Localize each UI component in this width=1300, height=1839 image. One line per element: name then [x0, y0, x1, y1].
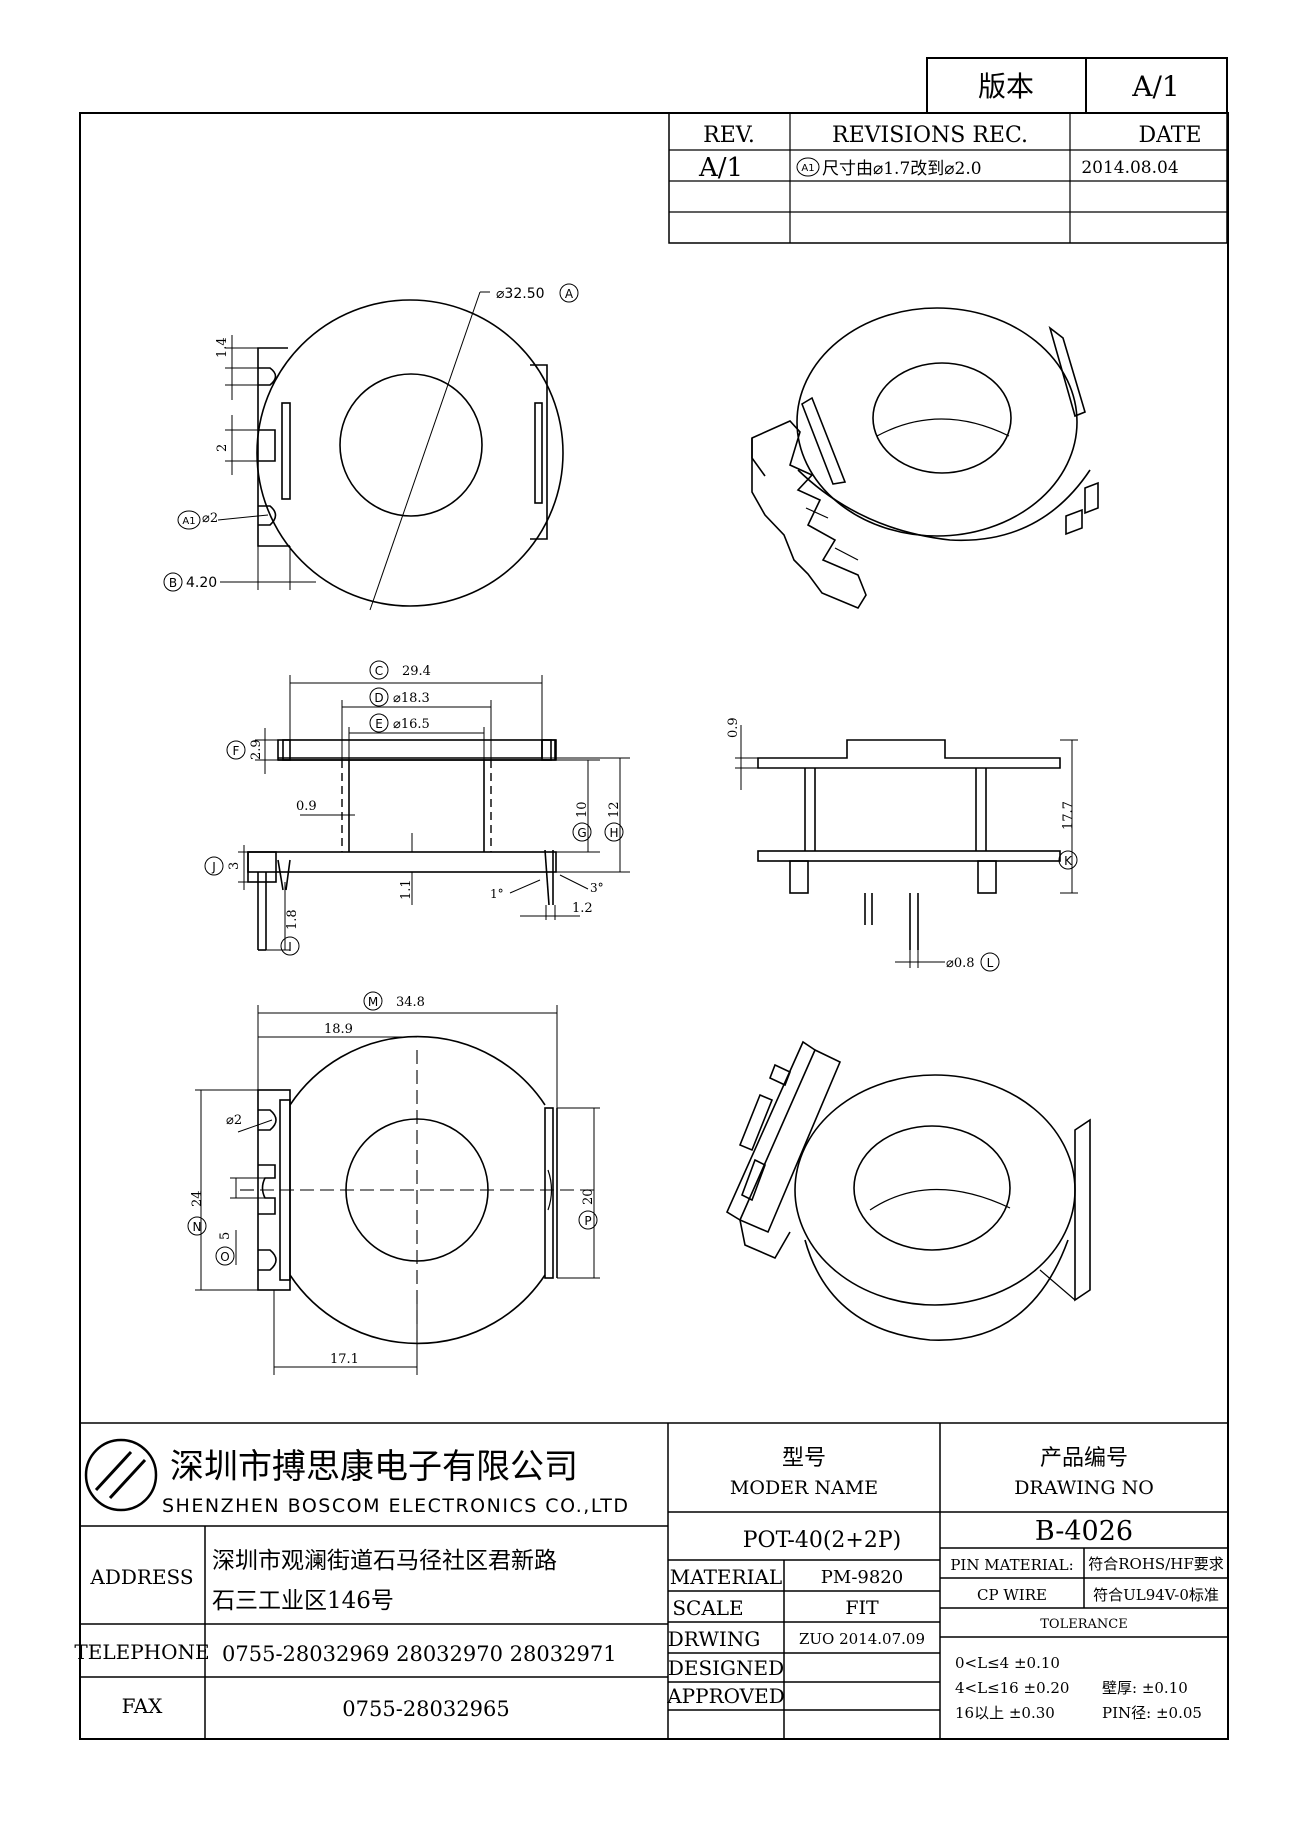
- ul-compliance: 符合UL94V-0标准: [1093, 1586, 1219, 1604]
- isometric-bottom: [725, 1040, 1091, 1341]
- sheet-border: [79, 112, 1229, 1740]
- model-label-en: MODER NAME: [730, 1477, 878, 1499]
- address-label: ADDRESS: [89, 1565, 193, 1589]
- top-width: 4.20: [186, 575, 217, 591]
- tolerance-range-2: 4<L≤16 ±0.20: [955, 1679, 1069, 1697]
- tolerance-label: TOLERANCE: [1040, 1617, 1127, 1632]
- bottom-o-tag: O: [220, 1250, 229, 1264]
- revisions-rec-header: REVISIONS REC.: [832, 123, 1028, 148]
- designed-label: DESIGNED: [668, 1656, 784, 1680]
- rohs-compliance: 符合ROHS/HF要求: [1088, 1555, 1224, 1573]
- rev-value: A/1: [698, 153, 743, 183]
- version-value: A/1: [1131, 70, 1179, 103]
- front-wall: 0.9: [296, 799, 317, 814]
- bottom-n-tag: N: [193, 1220, 202, 1234]
- material-value: PM-9820: [821, 1567, 903, 1588]
- side-top: 0.9: [726, 717, 741, 738]
- front-c-tag: C: [375, 664, 383, 678]
- front-view: [238, 675, 630, 951]
- scale-value: FIT: [845, 1597, 879, 1619]
- bottom-w-17-1: 17.1: [330, 1352, 359, 1367]
- version-box: 版本 A/1: [926, 57, 1228, 114]
- top-dim-2: 2: [215, 444, 230, 452]
- pin-material-value: CP WIRE: [977, 1586, 1047, 1604]
- front-c-value: 29.4: [402, 664, 431, 679]
- bottom-o-value: 5: [218, 1232, 233, 1240]
- company-logo: [84, 1438, 158, 1512]
- front-e-value: ⌀16.5: [393, 717, 430, 732]
- bottom-p-value: 20: [581, 1188, 596, 1205]
- top-hole-tag: A1: [182, 516, 195, 527]
- side-view: [735, 725, 1078, 968]
- bottom-view: [195, 1005, 600, 1375]
- wall-tolerance: 壁厚: ±0.10: [1102, 1679, 1188, 1697]
- front-d-value: ⌀18.3: [393, 691, 430, 706]
- approved-label: APPROVED: [666, 1684, 785, 1708]
- front-j-value: 3: [227, 862, 242, 870]
- telephone-label: TELEPHONE: [74, 1640, 209, 1664]
- drawing-by-label: DRWING: [668, 1627, 761, 1651]
- tolerance-range-3: 16以上 ±0.30: [955, 1704, 1055, 1722]
- top-hole: ⌀2: [202, 511, 218, 526]
- drawing-label-en: DRAWING NO: [1014, 1477, 1154, 1499]
- top-width-tag: B: [169, 576, 177, 590]
- title-block: [80, 1422, 1228, 1739]
- company-name-cn: 深圳市搏思康电子有限公司: [170, 1447, 578, 1487]
- model-label-cn: 型号: [782, 1446, 826, 1471]
- fax-label: FAX: [122, 1694, 164, 1718]
- front-i-value: 1.8: [285, 909, 300, 930]
- scale-label: SCALE: [672, 1596, 743, 1620]
- version-label: 版本: [978, 70, 1034, 103]
- side-pin: ⌀0.8: [946, 956, 975, 971]
- front-angle-2: 3°: [590, 881, 604, 895]
- drawing-label-cn: 产品编号: [1040, 1446, 1128, 1471]
- company-name-en: SHENZHEN BOSCOM ELECTRONICS CO.,LTD: [162, 1495, 630, 1517]
- address-line-1: 深圳市观澜街道石马径社区君新路: [212, 1548, 557, 1574]
- fax-value: 0755-28032965: [342, 1697, 509, 1721]
- top-diameter: ⌀32.50: [496, 286, 545, 302]
- top-diameter-tag: A: [565, 287, 574, 301]
- front-e-tag: E: [375, 717, 383, 731]
- front-f-tag: F: [233, 744, 240, 758]
- front-d-tag: D: [374, 691, 383, 705]
- front-h-tag: H: [609, 826, 618, 840]
- front-pin-gap: 1.2: [572, 901, 593, 916]
- bottom-p-tag: P: [584, 1214, 591, 1228]
- address-line-2: 石三工业区146号: [212, 1588, 394, 1614]
- top-view: [217, 291, 564, 611]
- pin-material-label: PIN MATERIAL:: [950, 1556, 1073, 1574]
- bottom-m-tag: M: [368, 995, 378, 1009]
- isometric-top: [751, 307, 1099, 610]
- bottom-hole: ⌀2: [226, 1113, 242, 1128]
- tolerance-range-1: 0<L≤4 ±0.10: [955, 1654, 1060, 1672]
- bottom-m-value: 34.8: [396, 995, 425, 1010]
- side-k-tag: K: [1064, 854, 1073, 868]
- revision-date: 2014.08.04: [1081, 158, 1178, 178]
- rev-header: REV.: [703, 123, 755, 148]
- bottom-n-value: 24: [190, 1190, 205, 1207]
- drawing-value: B-4026: [1035, 1516, 1133, 1547]
- drawing-by-value: ZUO 2014.07.09: [799, 1630, 925, 1648]
- front-j-tag: J: [211, 860, 216, 874]
- front-i-tag: I: [288, 940, 292, 954]
- model-value: POT-40(2+2P): [743, 1528, 902, 1553]
- top-dim-1-4: 1.4: [215, 337, 230, 358]
- front-f-value: 2.9: [249, 739, 264, 760]
- side-k-value: 17.7: [1061, 801, 1076, 830]
- front-h-value: 12: [607, 801, 622, 818]
- material-label: MATERIAL: [670, 1565, 782, 1589]
- revision-text: 尺寸由⌀1.7改到⌀2.0: [822, 159, 982, 179]
- pin-tolerance: PIN径: ±0.05: [1102, 1704, 1202, 1722]
- front-g-value: 10: [575, 801, 590, 818]
- side-pin-tag: L: [987, 956, 994, 970]
- rev-marker: A1: [801, 163, 814, 174]
- date-header: DATE: [1138, 123, 1201, 148]
- telephone-value: 0755-28032969 28032970 28032971: [222, 1642, 617, 1666]
- front-g-tag: G: [577, 826, 586, 840]
- front-angle-1: 1°: [490, 887, 504, 901]
- front-base: 1.1: [399, 879, 414, 900]
- bottom-w-18-9: 18.9: [324, 1022, 353, 1037]
- revisions-table: REV. REVISIONS REC. DATE A/1 A1 尺寸由⌀1.7改…: [668, 112, 1228, 244]
